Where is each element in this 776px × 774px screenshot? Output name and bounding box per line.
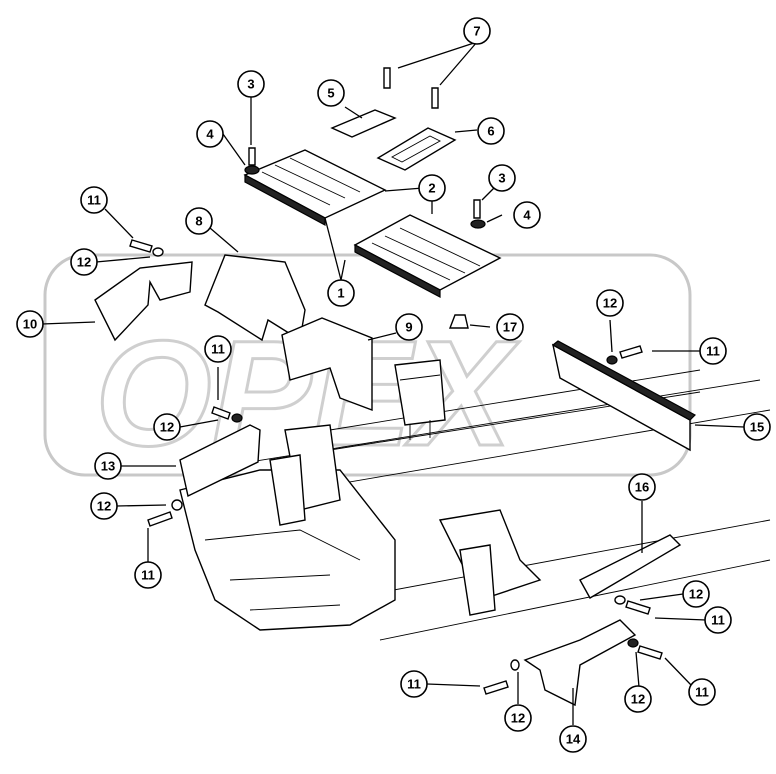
callout-label: 15 [750, 420, 764, 435]
callout-12: 12 [624, 685, 652, 713]
callout-label: 3 [498, 171, 505, 186]
callout-14: 14 [559, 725, 587, 753]
callout-label: 7 [473, 24, 480, 39]
callout-label: 11 [87, 193, 101, 208]
callout-label: 16 [635, 480, 649, 495]
callout-11: 11 [688, 678, 716, 706]
callout-label: 5 [327, 86, 334, 101]
callout-5: 5 [317, 79, 345, 107]
callout-13: 13 [94, 452, 122, 480]
callout-label: 12 [77, 255, 91, 270]
plate-16 [579, 534, 682, 599]
callout-12: 12 [596, 289, 624, 317]
callout-17: 17 [496, 313, 524, 341]
callout-1: 1 [327, 279, 355, 307]
callout-label: 14 [566, 732, 581, 747]
plug-17 [448, 314, 469, 329]
callout-label: 11 [407, 677, 421, 692]
callout-label: 4 [523, 208, 531, 223]
callout-3: 3 [488, 164, 516, 192]
callout-label: 12 [603, 296, 617, 311]
callout-8: 8 [185, 207, 213, 235]
chassis-frame [179, 359, 771, 641]
callout-10: 10 [16, 310, 44, 338]
callout-7: 7 [463, 17, 491, 45]
callout-label: 13 [101, 459, 115, 474]
callout-11: 11 [699, 337, 727, 365]
callout-label: 11 [706, 344, 720, 359]
callout-12: 12 [504, 704, 532, 732]
callout-12: 12 [153, 413, 181, 441]
callout-label: 11 [211, 342, 225, 357]
bolts-7 [383, 67, 439, 109]
callout-label: 6 [487, 124, 494, 139]
callout-label: 3 [247, 77, 254, 92]
callout-11: 11 [134, 561, 162, 589]
callout-label: 1 [337, 286, 344, 301]
bracket-14 [523, 619, 637, 707]
callout-label: 12 [160, 420, 174, 435]
callout-label: 10 [23, 317, 37, 332]
callout-11: 11 [704, 606, 732, 634]
comb-plate-upper [243, 149, 387, 227]
callout-16: 16 [628, 473, 656, 501]
callout-11: 11 [400, 670, 428, 698]
callout-label: 2 [428, 181, 435, 196]
slotted-plate-6 [376, 127, 457, 171]
callout-12: 12 [90, 492, 118, 520]
bracket-13 [179, 424, 261, 498]
callout-11: 11 [80, 186, 108, 214]
bolt-washer-right [470, 199, 486, 229]
callout-9: 9 [395, 313, 423, 341]
comb-plate-lower [353, 214, 502, 298]
callout-label: 12 [689, 587, 703, 602]
hardware-11-12 [129, 239, 663, 695]
callout-15: 15 [743, 413, 771, 441]
callout-3: 3 [237, 70, 265, 98]
callout-label: 11 [695, 685, 709, 700]
bracket-9 [281, 317, 373, 412]
callout-label: 12 [511, 711, 525, 726]
plate-15 [551, 343, 691, 452]
callout-label: 11 [141, 568, 155, 583]
callout-label: 4 [206, 127, 214, 142]
callout-2: 2 [418, 174, 446, 202]
callout-12: 12 [682, 580, 710, 608]
plate-15-edge [551, 340, 696, 421]
callout-label: 12 [631, 692, 645, 707]
bolt-washer-upper [244, 147, 260, 175]
plate-5 [330, 109, 397, 138]
callout-4: 4 [196, 120, 224, 148]
callout-11: 11 [204, 335, 232, 363]
callout-label: 11 [711, 613, 725, 628]
callout-6: 6 [477, 117, 505, 145]
callout-label: 12 [97, 499, 111, 514]
callout-label: 17 [503, 320, 517, 335]
callout-label: 8 [195, 214, 202, 229]
callout-12: 12 [70, 248, 98, 276]
plate-10 [94, 261, 193, 342]
callout-label: 9 [405, 320, 412, 335]
callout-4: 4 [513, 201, 541, 229]
